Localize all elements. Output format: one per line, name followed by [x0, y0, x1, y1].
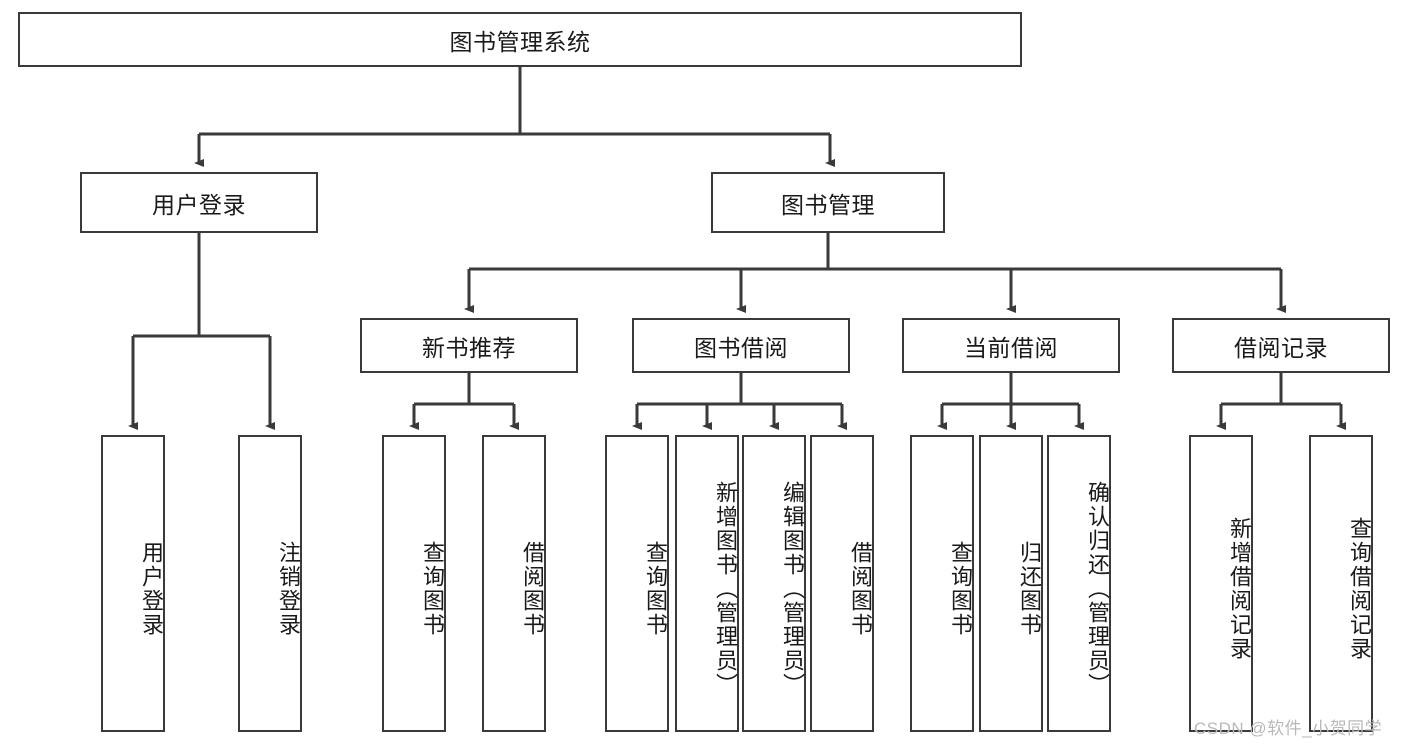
watermark: CSDN @软件_小贺同学 — [1194, 714, 1382, 739]
node-user-login-label: 用户登录 — [152, 191, 246, 218]
leaf-add-record-label: 新增借阅记录 — [1227, 516, 1252, 661]
leaf-query-book-3-label: 查询图书 — [948, 540, 973, 637]
leaf-user-login[interactable]: 用户登录 — [101, 435, 165, 732]
node-new-book-recommend[interactable]: 新书推荐 — [360, 318, 578, 373]
leaf-add-book-label: 新增图书（管理员） — [713, 480, 738, 697]
leaf-query-book-2-label: 查询图书 — [643, 540, 668, 637]
leaf-borrow-book-2-label: 借阅图书 — [848, 540, 873, 637]
leaf-borrow-book-1[interactable]: 借阅图书 — [482, 435, 546, 732]
watermark-text: CSDN @软件_小贺同学 — [1194, 719, 1383, 738]
leaf-confirm-return-label: 确认归还（管理员） — [1085, 480, 1110, 697]
node-borrow-record-label: 借阅记录 — [1234, 334, 1328, 361]
leaf-query-record[interactable]: 查询借阅记录 — [1309, 435, 1373, 732]
node-book-management-label: 图书管理 — [781, 191, 875, 218]
leaf-logout-login-label: 注销登录 — [276, 540, 301, 637]
leaf-query-record-label: 查询借阅记录 — [1347, 516, 1372, 661]
leaf-return-book-label: 归还图书 — [1017, 540, 1042, 637]
leaf-query-book-3[interactable]: 查询图书 — [910, 435, 974, 732]
node-root[interactable]: 图书管理系统 — [18, 12, 1022, 67]
leaf-query-book-2[interactable]: 查询图书 — [605, 435, 669, 732]
leaf-edit-book-label: 编辑图书（管理员） — [780, 480, 805, 697]
leaf-confirm-return[interactable]: 确认归还（管理员） — [1047, 435, 1111, 732]
leaf-add-book[interactable]: 新增图书（管理员） — [675, 435, 739, 732]
node-user-login[interactable]: 用户登录 — [80, 172, 318, 233]
node-book-borrow-label: 图书借阅 — [694, 334, 788, 361]
leaf-add-record[interactable]: 新增借阅记录 — [1189, 435, 1253, 732]
leaf-borrow-book-2[interactable]: 借阅图书 — [810, 435, 874, 732]
node-current-borrow[interactable]: 当前借阅 — [902, 318, 1120, 373]
leaf-borrow-book-1-label: 借阅图书 — [520, 540, 545, 637]
node-new-book-recommend-label: 新书推荐 — [422, 334, 516, 361]
leaf-logout-login[interactable]: 注销登录 — [238, 435, 302, 732]
leaf-query-book-1-label: 查询图书 — [420, 540, 445, 637]
leaf-return-book[interactable]: 归还图书 — [979, 435, 1043, 732]
leaf-user-login-label: 用户登录 — [139, 540, 164, 637]
node-borrow-record[interactable]: 借阅记录 — [1172, 318, 1390, 373]
node-root-label: 图书管理系统 — [449, 28, 591, 55]
leaf-edit-book[interactable]: 编辑图书（管理员） — [742, 435, 806, 732]
node-current-borrow-label: 当前借阅 — [964, 334, 1058, 361]
leaf-query-book-1[interactable]: 查询图书 — [382, 435, 446, 732]
node-book-management[interactable]: 图书管理 — [711, 172, 945, 233]
node-book-borrow[interactable]: 图书借阅 — [632, 318, 850, 373]
